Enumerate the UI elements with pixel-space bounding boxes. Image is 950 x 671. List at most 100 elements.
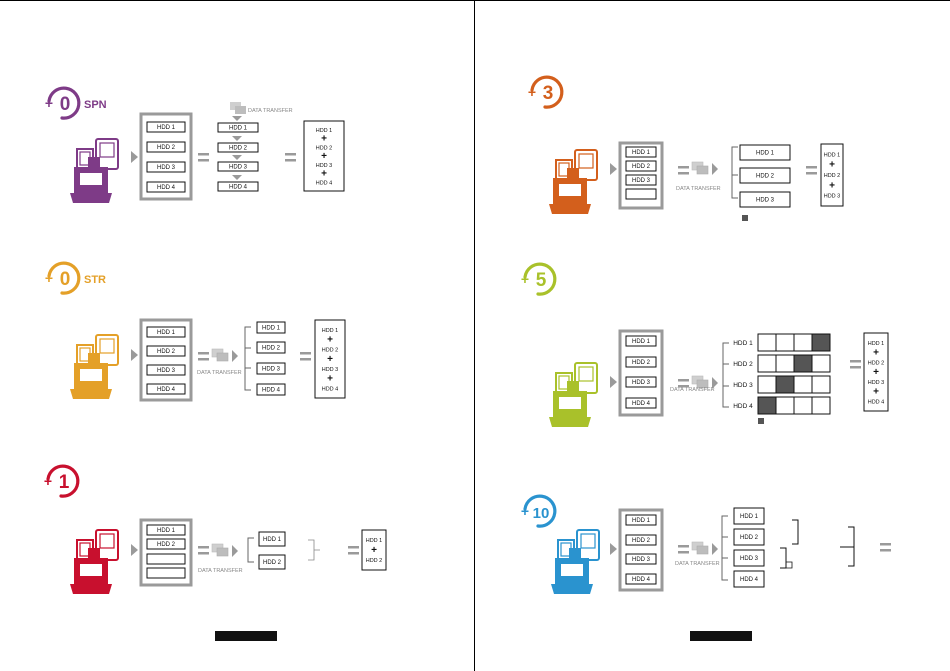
flow-arrow-icon [131,349,138,361]
parity-block [757,396,777,415]
equals-sign [285,153,296,162]
page-number-bar-right [690,631,752,641]
data-block [811,375,831,394]
plus-sign: + [829,160,835,171]
raid-badge-raid1-icon: +1 [44,464,80,498]
data-transfer-icon [691,541,718,555]
plus-sign: + [327,354,333,365]
raid5-hdd-label: HDD 3 [733,382,753,389]
parity-legend-swatch [758,418,764,424]
array-hdd-1: HDD 1 [157,125,176,131]
equals-sign [198,153,209,162]
computer-user-icon [549,362,598,427]
result-hdd-label: HDD 3 [824,194,841,200]
plus-sign: + [873,387,879,398]
spanning-hdd-3: HDD 3 [229,165,248,171]
data-transfer-icon [211,348,238,362]
data-transfer-label: DATA TRANSFER [676,186,721,192]
striping-hdd-1: HDD 1 [262,326,281,332]
plus-sign: + [321,134,327,145]
parity-legend-swatch [742,215,748,221]
badge-plus: + [45,270,53,286]
result-hdd-label: HDD 2 [366,558,383,564]
result-hdd-label: HDD 2 [316,145,333,151]
down-arrow-icon [232,155,242,160]
data-block [793,396,813,415]
plus-sign: + [873,348,879,359]
result-hdd-label: HDD 4 [868,399,885,405]
result-hdd-label: HDD 2 [322,347,339,353]
raid-badge-raid10-icon: +10 [521,494,557,528]
result-volume-spn: HDD 1+HDD 2+HDD 3+HDD 4 [303,120,345,192]
equals-sign [850,360,861,369]
equals-sign [806,166,817,175]
data-block [775,354,795,373]
equals-sign [678,545,689,554]
striping-hdd-2: HDD 2 [262,346,281,352]
result-hdd-label: HDD 4 [322,386,339,392]
result-hdd-label: HDD 2 [868,360,885,366]
badge-number: 5 [536,270,547,291]
equals-sign [880,543,891,552]
badge-plus: + [44,473,52,489]
mirror-pair-bracket [792,519,799,545]
data-block [775,396,795,415]
equals-sign [348,546,359,555]
badge-plus: + [521,503,529,519]
computer-user-icon [70,334,119,399]
result-volume-str: HDD 1+HDD 2+HDD 3+HDD 4 [314,319,346,399]
equals-sign [198,546,209,555]
distribution-bracket [247,537,254,563]
array-hdd-3: HDD 3 [632,557,651,563]
result-hdd-label: HDD 1 [366,538,383,544]
data-block [811,396,831,415]
distribution-bracket [244,326,251,391]
array-hdd-2: HDD 2 [632,360,651,366]
spanning-hdd-2: HDD 2 [229,146,248,152]
data-transfer-label: DATA TRANSFER [675,561,720,567]
array-hdd-1: HDD 1 [632,150,651,156]
raid10-hdd-1: HDD 1 [740,514,759,520]
array-hdd-4: HDD 4 [157,387,176,393]
array-hdd-2: HDD 2 [632,538,651,544]
flow-arrow-icon [610,163,617,175]
data-block [793,333,813,352]
mirror-bracket [308,539,320,561]
data-transfer-label: DATA TRANSFER [248,108,293,114]
parity-block [811,333,831,352]
spanning-hdd-4: HDD 4 [229,185,248,191]
spanning-hdd-1: HDD 1 [229,126,248,132]
result-volume-raid3: HDD 1+HDD 2+HDD 3 [820,143,844,207]
data-block [757,354,777,373]
badge-number: 1 [59,472,70,493]
data-transfer-icon [691,375,718,389]
badge-number: 0 [60,269,71,290]
data-block [757,333,777,352]
array-hdd-2: HDD 2 [157,542,176,548]
raid5-hdd-label: HDD 2 [733,361,753,368]
plus-sign: + [873,367,879,378]
flow-arrow-icon [610,543,617,555]
badge-number: 10 [533,505,550,522]
data-block [811,354,831,373]
data-transfer-icon [211,543,238,557]
distribution-bracket [731,146,738,199]
raid5-hdd-label: HDD 1 [733,340,753,347]
page-divider [474,0,475,671]
distribution-bracket [722,342,729,408]
distribution-bracket [721,515,728,581]
array-hdd-4: HDD 4 [632,401,651,407]
array-hdd-4: HDD 4 [157,185,176,191]
flow-arrow-icon [131,544,138,556]
computer-user-icon [551,529,600,594]
result-hdd-label: HDD 1 [322,328,339,334]
array-hdd-1: HDD 1 [157,528,176,534]
result-hdd-label: HDD 3 [322,367,339,373]
